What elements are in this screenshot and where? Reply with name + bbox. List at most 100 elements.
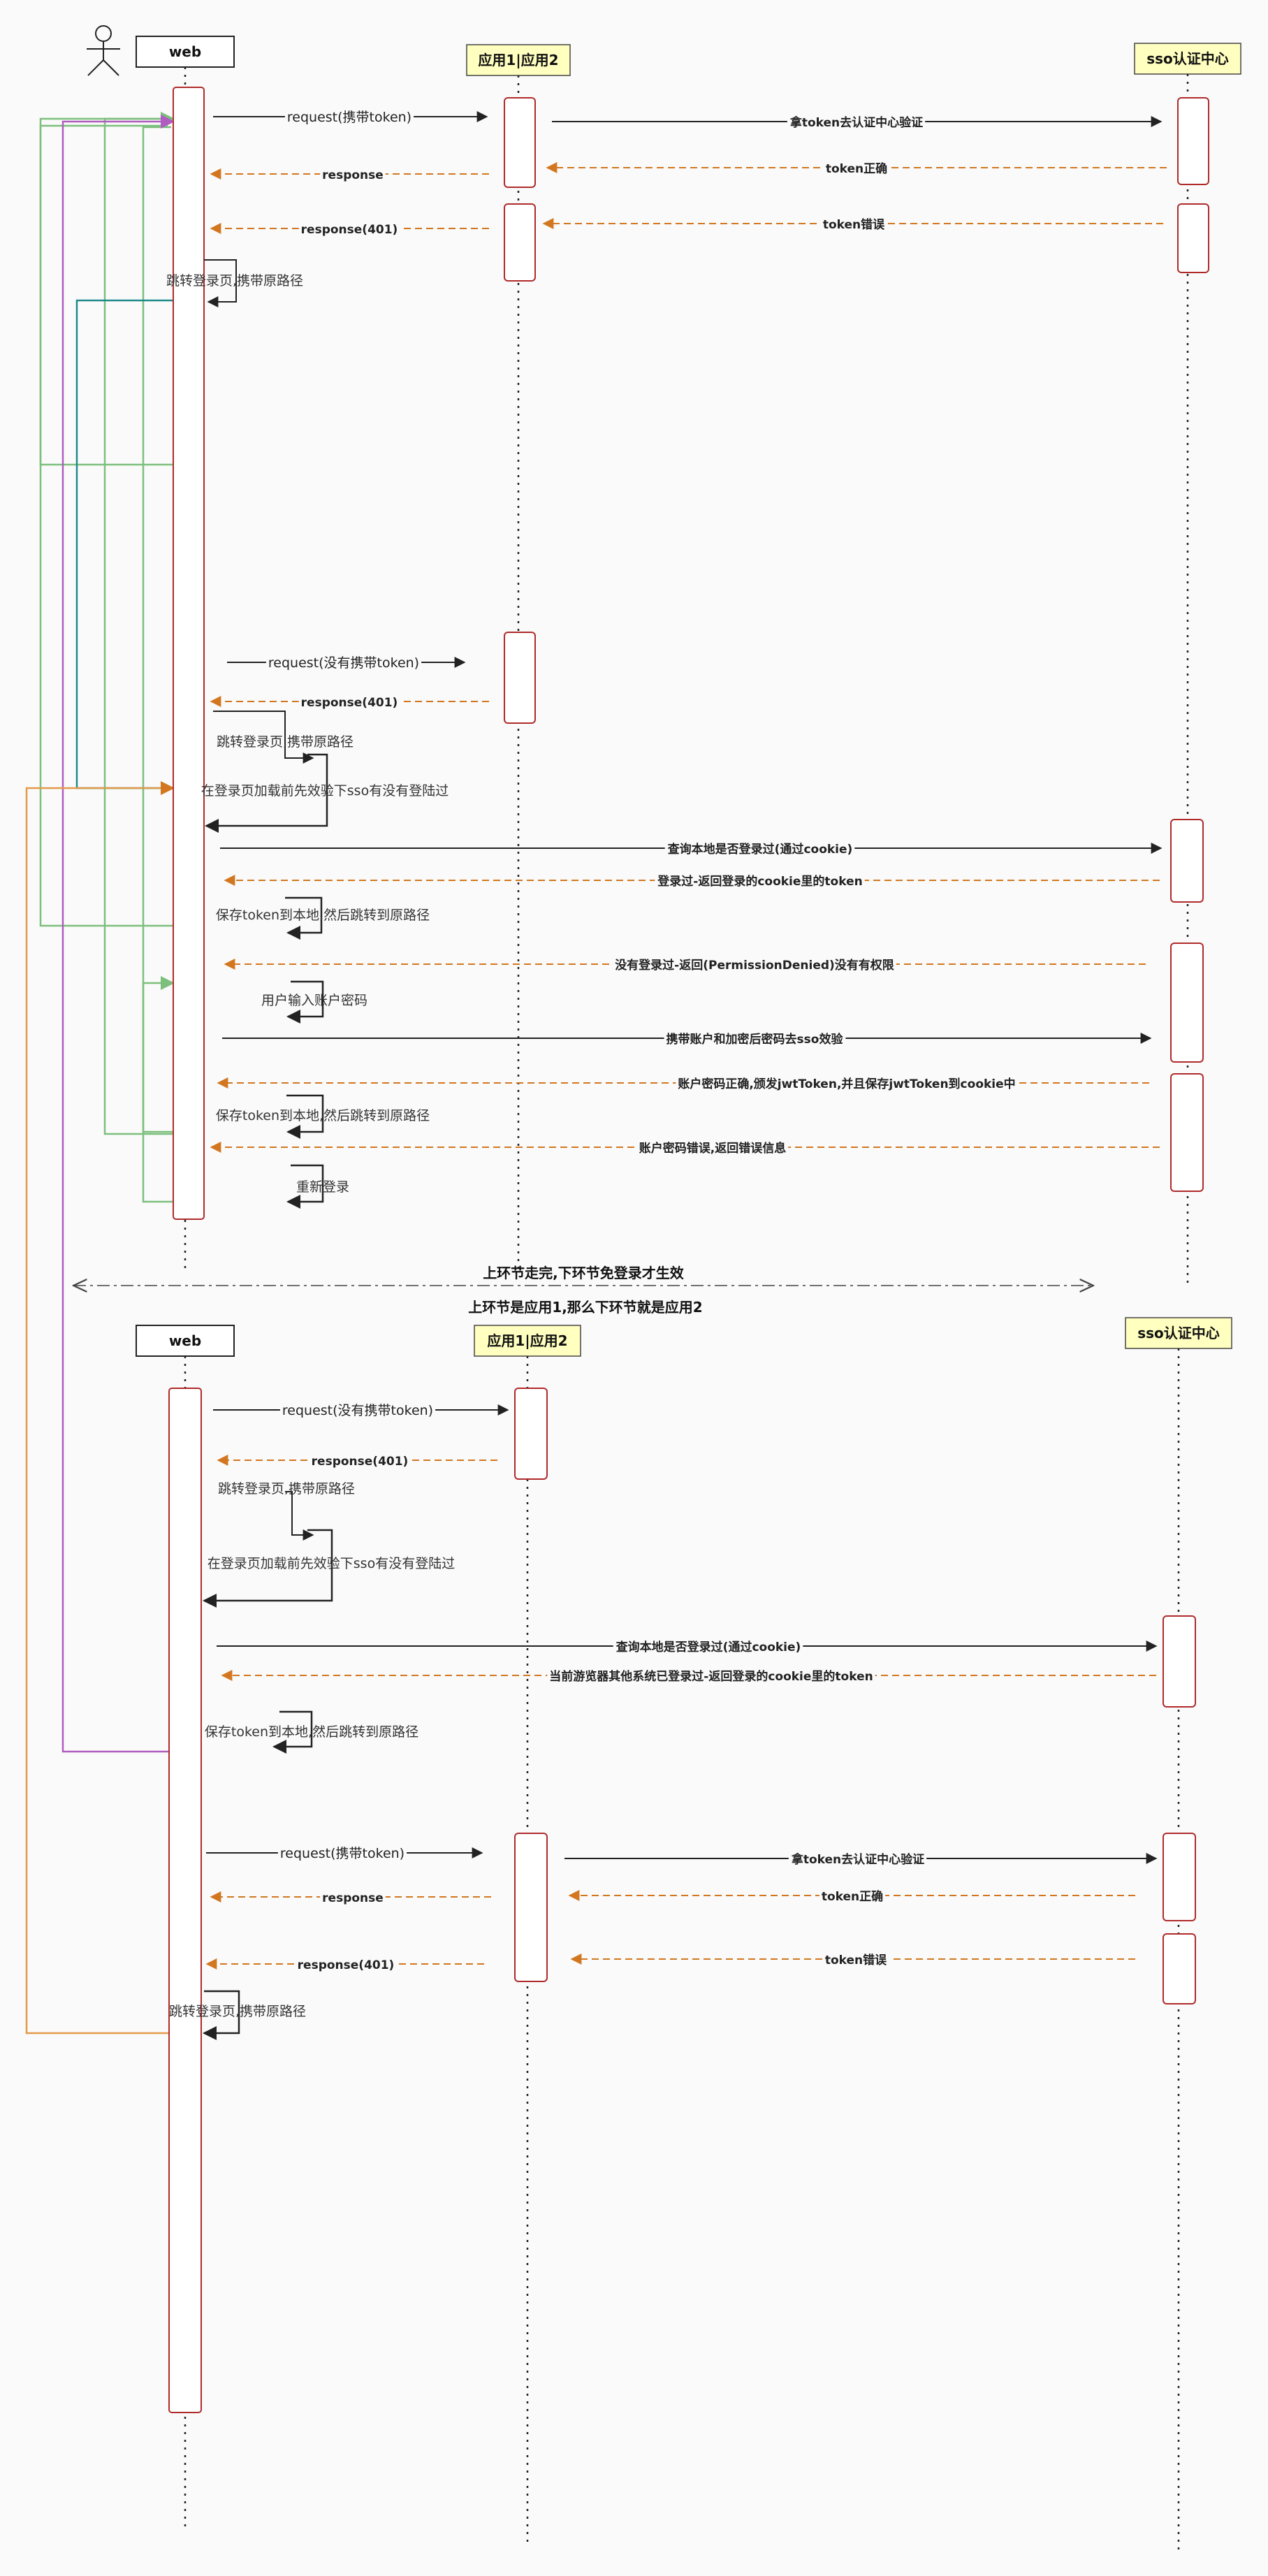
self-message-relogin: 重新登录	[286, 1164, 349, 1209]
participant-web-bottom: web	[136, 1325, 235, 1357]
section-divider: 上环节走完,下环节免登录才生效 上环节是应用1,那么下环节就是应用2	[73, 1265, 1093, 1316]
message-response-401-b: response(401)	[210, 695, 489, 711]
label-background	[788, 1851, 927, 1868]
svg-text:token正确: token正确	[822, 1889, 883, 1904]
message-b-logged-return-token: 当前游览器其他系统已登录过-返回登录的cookie里的token	[221, 1668, 1156, 1684]
svg-text:应用1|应用2: 应用1|应用2	[478, 52, 558, 68]
message-request-with-token: request(携带token)	[213, 109, 488, 126]
message-issue-jwt: 账户密码正确,颁发jwtToken,并且保存jwtToken到cookie中	[217, 1076, 1149, 1092]
message-b-request-with-token: request(携带token)	[206, 1845, 483, 1862]
message-token-error: token错误	[542, 217, 1163, 233]
svg-text:sso认证中心: sso认证中心	[1146, 50, 1229, 67]
loop-connectors-top	[25, 112, 175, 2035]
self-message-redirect-login: 跳转登录页,携带原路径	[166, 259, 303, 307]
message-query-cookie: 查询本地是否登录过(通过cookie)	[220, 841, 1163, 857]
svg-text:重新登录: 重新登录	[296, 1179, 349, 1195]
message-b-response-401-b: response(401)	[205, 1958, 484, 1973]
label-background	[823, 161, 890, 177]
svg-text:request(没有携带token): request(没有携带token)	[268, 655, 419, 671]
label-background	[613, 1639, 803, 1655]
message-permission-denied: 没有登录过-返回(PermissionDenied)没有有权限	[224, 957, 1146, 973]
self-message-save-token-b: 保存token到本地,然后跳转到原路径	[216, 1094, 430, 1139]
label-background	[664, 1031, 846, 1047]
svg-text:登录过-返回登录的cookie里的token: 登录过-返回登录的cookie里的token	[657, 874, 862, 889]
message-token-correct: token正确	[546, 161, 1167, 177]
message-b-query-cookie: 查询本地是否登录过(通过cookie)	[217, 1639, 1158, 1655]
svg-text:response(401): response(401)	[301, 223, 398, 237]
svg-text:token错误: token错误	[825, 1953, 887, 1967]
label-background	[277, 1845, 407, 1862]
svg-text:账户密码正确,颁发jwtToken,并且保存jwtToken: 账户密码正确,颁发jwtToken,并且保存jwtToken到cookie中	[678, 1077, 1015, 1091]
message-b-response: response	[210, 1891, 491, 1906]
message-response-401: response(401)	[210, 222, 489, 238]
svg-text:拿token去认证中心验证: 拿token去认证中心验证	[789, 115, 923, 130]
divider-title-1: 上环节走完,下环节免登录才生效	[483, 1265, 684, 1281]
message-send-credentials: 携带账户和加密后密码去sso效验	[222, 1031, 1152, 1047]
svg-text:没有登录过-返回(PermissionDenied)没有有权: 没有登录过-返回(PermissionDenied)没有有权限	[615, 958, 894, 973]
message-credentials-error: 账户密码错误,返回错误信息	[210, 1140, 1160, 1156]
label-background	[279, 1402, 436, 1419]
svg-text:response: response	[322, 1891, 384, 1905]
message-b-verify-token-sso: 拿token去认证中心验证	[564, 1851, 1158, 1868]
self-message-user-input: 用户输入账户密码	[261, 980, 367, 1024]
message-response: response	[210, 168, 489, 183]
label-background	[664, 841, 855, 857]
svg-text:response: response	[322, 168, 384, 182]
actor-icon	[87, 25, 120, 76]
message-b-token-correct: token正确	[568, 1889, 1135, 1905]
participant-web-top: web	[136, 36, 235, 68]
svg-text:跳转登录页,携带原路径: 跳转登录页,携带原路径	[166, 273, 303, 289]
label-background	[613, 957, 896, 973]
message-verify-token-sso: 拿token去认证中心验证	[552, 115, 1163, 131]
message-logged-return-token: 登录过-返回登录的cookie里的token	[224, 873, 1160, 889]
self-message-b-check-sso: 在登录页加载前先效验下sso有没有登陆过	[203, 1529, 455, 1608]
svg-text:跳转登录页,携带原路径: 跳转登录页,携带原路径	[169, 2004, 306, 2019]
svg-text:sso认证中心: sso认证中心	[1137, 1325, 1220, 1341]
svg-text:当前游览器其他系统已登录过-返回登录的cookie里的tok: 当前游览器其他系统已登录过-返回登录的cookie里的token	[549, 1669, 873, 1684]
svg-text:request(携带token): request(携带token)	[280, 1846, 405, 1861]
svg-text:跳转登录页,携带原路径: 跳转登录页,携带原路径	[218, 1481, 355, 1497]
svg-text:保存token到本地,然后跳转到原路径: 保存token到本地,然后跳转到原路径	[216, 1108, 430, 1123]
svg-text:web: web	[169, 43, 201, 60]
self-message-b-save-token: 保存token到本地,然后跳转到原路径	[205, 1710, 418, 1754]
svg-text:request(没有携带token): request(没有携带token)	[282, 1403, 433, 1418]
label-background	[320, 1891, 386, 1906]
svg-text:在登录页加载前先效验下sso有没有登陆过: 在登录页加载前先效验下sso有没有登陆过	[201, 783, 449, 799]
participant-sso-bottom: sso认证中心	[1125, 1317, 1232, 1349]
svg-text:token错误: token错误	[823, 217, 885, 232]
participant-sso-top: sso认证中心	[1134, 43, 1241, 75]
label-background	[284, 109, 414, 126]
label-background	[309, 1454, 411, 1469]
participant-app-bottom: 应用1|应用2	[474, 1325, 581, 1357]
label-background	[819, 1889, 886, 1905]
self-message-check-sso: 在登录页加载前先效验下sso有没有登陆过	[201, 753, 449, 833]
svg-text:拿token去认证中心验证: 拿token去认证中心验证	[791, 1852, 924, 1867]
label-background	[636, 1140, 789, 1156]
label-background	[320, 168, 386, 183]
message-b-token-error: token错误	[570, 1952, 1135, 1968]
participant-app-top: 应用1|应用2	[466, 44, 571, 76]
svg-text:token正确: token正确	[826, 161, 887, 176]
svg-text:request(携带token): request(携带token)	[287, 110, 411, 125]
label-background	[822, 1952, 890, 1968]
svg-text:在登录页加载前先效验下sso有没有登陆过: 在登录页加载前先效验下sso有没有登陆过	[207, 1556, 455, 1571]
message-b-request-without-token: request(没有携带token)	[213, 1402, 509, 1419]
label-background	[298, 222, 400, 238]
svg-text:保存token到本地,然后跳转到原路径: 保存token到本地,然后跳转到原路径	[216, 908, 430, 923]
self-message-save-token: 保存token到本地,然后跳转到原路径	[216, 896, 430, 940]
message-b-response-401: response(401)	[217, 1454, 497, 1469]
self-message-redirect-login-b: 跳转登录页,携带原路径	[213, 711, 354, 764]
self-message-b-redirect-login-b: 跳转登录页,携带原路径	[169, 1990, 306, 2040]
svg-text:查询本地是否登录过(通过cookie): 查询本地是否登录过(通过cookie)	[615, 1640, 801, 1654]
svg-text:response(401): response(401)	[298, 1958, 395, 1972]
label-background	[655, 873, 865, 889]
label-background	[787, 115, 926, 131]
svg-text:用户输入账户密码: 用户输入账户密码	[261, 993, 367, 1008]
divider-title-2: 上环节是应用1,那么下环节就是应用2	[468, 1299, 702, 1316]
svg-text:response(401): response(401)	[312, 1455, 409, 1469]
svg-text:response(401): response(401)	[301, 696, 398, 710]
label-background	[298, 695, 400, 711]
svg-text:应用1|应用2: 应用1|应用2	[487, 1332, 567, 1349]
svg-text:跳转登录页,携带原路径: 跳转登录页,携带原路径	[217, 734, 354, 750]
label-background	[295, 1958, 397, 1973]
